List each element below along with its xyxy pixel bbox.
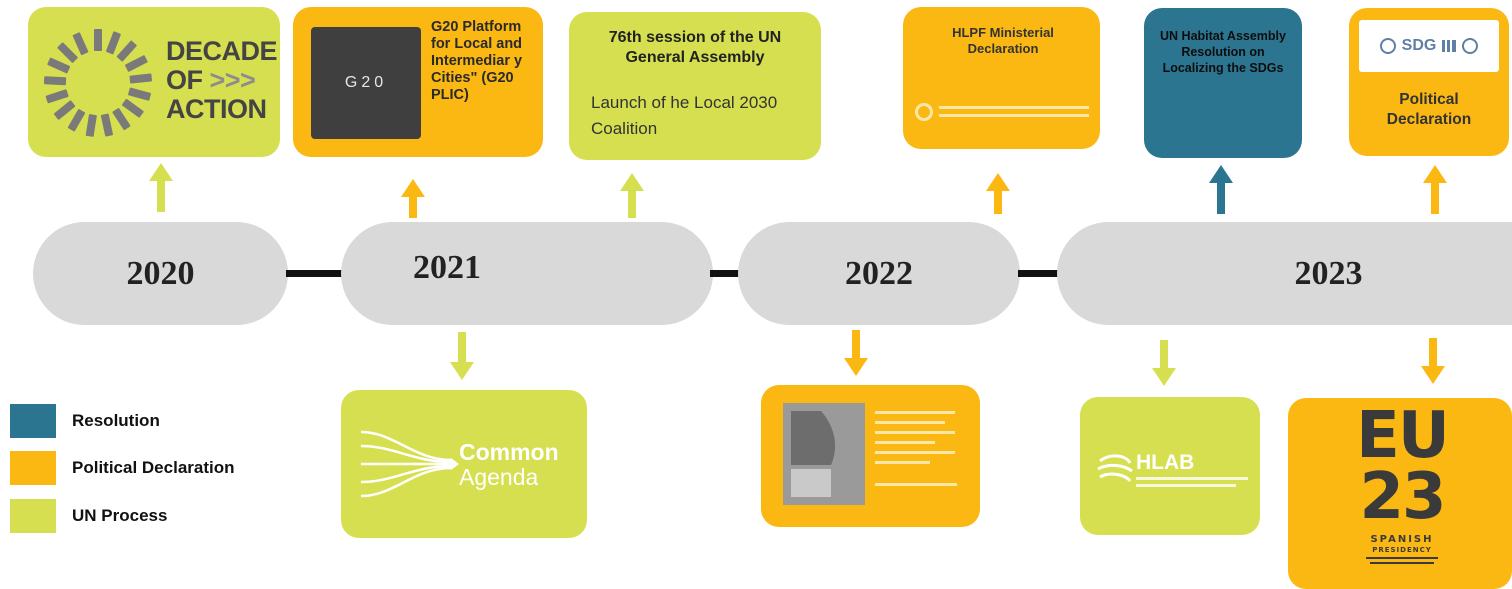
hlab-subtitle-rule (1136, 484, 1236, 487)
arrow-down (1160, 340, 1168, 370)
arrow-down (458, 332, 466, 364)
sdg-logo-text: SDG (1401, 37, 1437, 54)
agenda-line2: Agenda (459, 464, 539, 490)
arrow-down-head (1152, 368, 1176, 386)
legend: Resolution Political Declaration UN Proc… (10, 398, 270, 538)
hlpf-logo-icon (915, 103, 933, 121)
arrow-up (994, 190, 1002, 214)
arrow-down (1429, 338, 1437, 368)
arrow-up-head (1423, 165, 1447, 183)
year-2021-pill: 2021 (341, 222, 713, 325)
flow-lines-icon (360, 430, 459, 498)
hlpf-card: HLPF Ministerial Declaration (903, 7, 1100, 149)
arrow-up-head (620, 173, 644, 191)
year-2022-label: 2022 (845, 254, 913, 292)
legend-item-un-process: UN Process (10, 499, 167, 533)
agenda-line1: Common (459, 439, 559, 465)
arrow-up (157, 180, 165, 212)
legend-item-resolution: Resolution (10, 404, 160, 438)
eu23-small-rule (1370, 562, 1434, 564)
eu23-small-rule (1366, 557, 1438, 559)
hlab-swirl-icon (1097, 454, 1133, 483)
un-habitat-card: UN Habitat Assembly Resolution on Locali… (1144, 8, 1302, 158)
eu23-line2: 23 (1359, 460, 1446, 534)
year-2020-label: 2020 (126, 254, 195, 292)
g20-logo-text: G20 (344, 74, 388, 91)
year-2020-pill: 2020 (33, 222, 288, 325)
eu23-line4: PRESIDENCY (1372, 546, 1432, 554)
bars-icon (1442, 40, 1457, 52)
arrow-down (852, 330, 860, 360)
arrow-down-head (1421, 366, 1445, 384)
meeting-text-rule (875, 411, 955, 414)
year-2023-label: 2023 (1294, 254, 1363, 292)
arrow-down-head (450, 362, 474, 380)
legend-label-political: Political Declaration (72, 458, 235, 477)
meeting-text-rule (875, 461, 930, 464)
timeline-connector (286, 270, 344, 277)
new-urban-agenda-logo (783, 403, 865, 505)
decade-line2: OF (166, 65, 203, 95)
political-title: Political Declaration (1386, 91, 1472, 128)
legend-swatch-political (10, 451, 56, 485)
habitat-title: UN Habitat Assembly Resolution on Locali… (1160, 29, 1286, 75)
sdg-logo-box: SDG (1359, 20, 1499, 72)
arrow-up-head (1209, 165, 1233, 183)
legend-label-un-process: UN Process (72, 506, 168, 525)
timeline-connector (710, 270, 742, 277)
arrow-up (409, 196, 417, 218)
g20-text: G20 Platform for Local and Intermediar y… (431, 19, 523, 103)
year-2023-pill: 2023 (1057, 222, 1512, 325)
arrow-up-head (149, 163, 173, 181)
arrow-up-head (986, 173, 1010, 191)
political-declaration-card: SDG Political Declaration (1349, 8, 1509, 156)
hlpf-title: HLPF Ministerial Declaration (952, 25, 1054, 56)
sdg-wheel-icon (43, 29, 153, 137)
legend-swatch-un-process (10, 499, 56, 533)
common-agenda-card: Common Agenda (341, 390, 587, 538)
hlpf-logo-rule (939, 106, 1089, 109)
meeting-text-rule (875, 431, 955, 434)
year-2021-label: 2021 (413, 248, 481, 286)
meeting-text-rule (875, 483, 957, 486)
decade-line1: DECADE (166, 36, 278, 66)
arrow-up (1217, 182, 1225, 214)
legend-item-political: Political Declaration (10, 451, 235, 485)
timeline-connector (1018, 270, 1060, 277)
eu23-line3: SPANISH (1370, 534, 1434, 545)
meeting-text-rule (875, 451, 955, 454)
arrow-up-head (401, 179, 425, 197)
eu23-line1: EU (1356, 399, 1450, 473)
arrow-up (1431, 182, 1439, 214)
arrow-down-head (844, 358, 868, 376)
legend-swatch-resolution (10, 404, 56, 438)
chevrons-icon: >>> (209, 65, 256, 95)
ga76-card: 76th session of the UN General Assembly … (569, 12, 821, 160)
g20-logo: G20 (311, 27, 421, 139)
legend-label-resolution: Resolution (72, 411, 160, 430)
ga76-body: Launch of he Local 2030 Coalition (591, 93, 778, 138)
decade-line3: ACTION (166, 94, 267, 124)
un-globe-icon (1379, 38, 1396, 54)
hlab-subtitle-rule (1136, 477, 1248, 480)
ring-icon (1462, 38, 1479, 54)
hlab-card: HLAB (1080, 397, 1260, 535)
arrow-up (628, 190, 636, 218)
hlab-title: HLAB (1136, 451, 1195, 474)
year-2022-pill: 2022 (738, 222, 1020, 325)
g20-plic-card: G20 G20 Platform for Local and Intermedi… (293, 7, 543, 157)
decade-of-action-card: DECADE OF >>> ACTION (28, 7, 280, 157)
high-level-meeting-card (761, 385, 980, 527)
ga76-title: 76th session of the UN General Assembly (608, 29, 782, 66)
eu23-card: EU 23 SPANISH PRESIDENCY (1288, 398, 1512, 589)
hlpf-logo-rule (939, 114, 1089, 117)
meeting-text-rule (875, 421, 945, 424)
meeting-text-rule (875, 441, 935, 444)
